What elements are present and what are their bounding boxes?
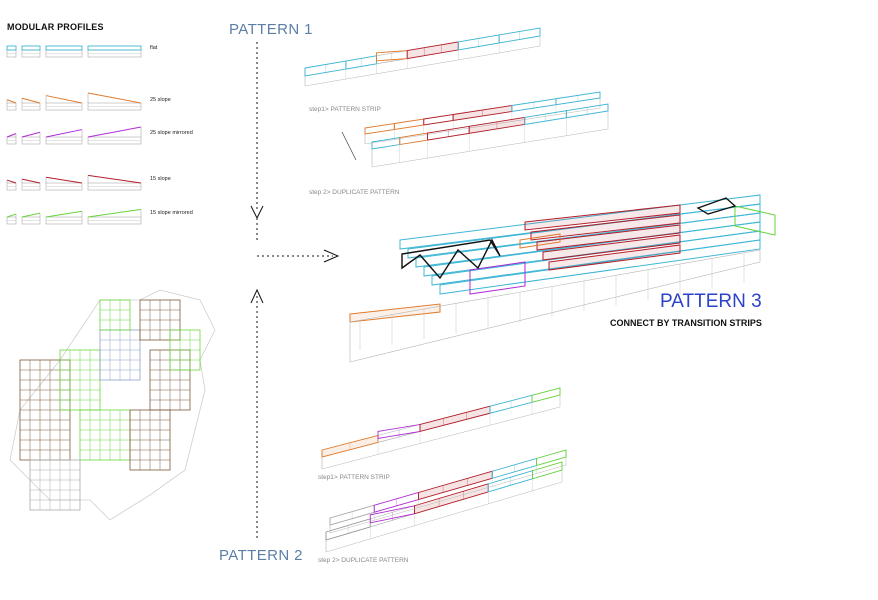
plan-patch-3 bbox=[99, 329, 141, 381]
profile-icon-1-2 bbox=[45, 95, 83, 111]
pattern3-roof bbox=[349, 194, 776, 363]
pattern3-purple bbox=[469, 261, 526, 295]
pattern-strips bbox=[304, 27, 776, 553]
profile-label-25-slope-mirrored: 25 slope mirrored bbox=[150, 130, 193, 136]
flow-arrows bbox=[250, 42, 340, 540]
pattern2-strip-step2-b bbox=[329, 449, 567, 534]
pattern1-strip-step2-a bbox=[364, 91, 601, 145]
pattern2-step1-label: step1> PATTERN STRIP bbox=[318, 474, 390, 481]
plan-patch-4 bbox=[139, 299, 181, 341]
profile-label-15-slope-mirrored: 15 slope mirrored bbox=[150, 210, 193, 216]
pattern3-orange-left bbox=[349, 303, 441, 323]
pattern3-wall bbox=[349, 249, 761, 363]
pattern3-red-4 bbox=[548, 244, 681, 271]
profile-label-flat: flat bbox=[150, 45, 158, 51]
profile-icon-3-3 bbox=[87, 174, 142, 191]
pattern3-red-1 bbox=[530, 214, 681, 241]
pattern3-truss bbox=[401, 238, 501, 280]
profile-icon-0-3 bbox=[87, 45, 142, 58]
profile-label-25-slope: 25 slope bbox=[150, 97, 171, 103]
profile-icon-0-0 bbox=[6, 45, 17, 58]
pattern1-title: PATTERN 1 bbox=[229, 21, 313, 38]
profile-icon-4-1 bbox=[21, 212, 41, 225]
profile-icon-2-0 bbox=[6, 133, 17, 145]
dimension-line bbox=[341, 131, 357, 161]
pattern2-strip-step2-a bbox=[325, 461, 563, 553]
profile-icon-3-1 bbox=[21, 178, 41, 191]
pattern3-red-2 bbox=[536, 224, 681, 251]
pattern3-subtitle: CONNECT BY TRANSITION STRIPS bbox=[610, 318, 762, 328]
profile-icon-0-1 bbox=[21, 45, 41, 58]
pattern3-title: PATTERN 3 bbox=[660, 291, 762, 312]
profile-icons bbox=[6, 45, 142, 225]
pattern2-strip-step1 bbox=[321, 387, 561, 470]
profile-icon-2-3 bbox=[87, 126, 142, 145]
modular-profiles-title: MODULAR PROFILES bbox=[7, 22, 104, 32]
pattern1-step2-label: step 2> DUPLICATE PATTERN bbox=[309, 189, 400, 196]
pattern3-red-0 bbox=[524, 204, 681, 231]
profile-icon-1-3 bbox=[87, 92, 142, 111]
site-plan-drawing bbox=[9, 289, 216, 521]
profile-icon-3-0 bbox=[6, 179, 17, 191]
pattern3-truss-small bbox=[696, 197, 737, 215]
arrow-head-up bbox=[250, 288, 264, 304]
profile-icon-1-0 bbox=[6, 99, 17, 111]
plan-patch-8 bbox=[29, 459, 81, 511]
pattern3-red-3 bbox=[542, 234, 681, 261]
profile-icon-4-3 bbox=[87, 208, 142, 225]
profile-icon-1-1 bbox=[21, 97, 41, 111]
profile-icon-4-0 bbox=[6, 213, 17, 225]
pattern3-green bbox=[734, 205, 776, 236]
pattern2-title: PATTERN 2 bbox=[219, 547, 303, 564]
profile-icon-3-2 bbox=[45, 176, 83, 191]
profile-icon-4-2 bbox=[45, 210, 83, 225]
pattern1-strip-step1 bbox=[304, 27, 541, 87]
pattern1-step1-label: step1> PATTERN STRIP bbox=[309, 106, 381, 113]
profile-icon-2-1 bbox=[21, 131, 41, 145]
plan-patch-2 bbox=[59, 349, 101, 411]
pattern2-step2-label: step 2> DUPLICATE PATTERN bbox=[318, 557, 409, 564]
profile-icon-2-2 bbox=[45, 129, 83, 145]
plan-patch-10 bbox=[169, 329, 201, 371]
pattern1-strip-step2-b bbox=[371, 103, 609, 168]
profile-label-15-slope: 15 slope bbox=[150, 176, 171, 182]
pattern3-orange-mid bbox=[519, 233, 561, 249]
plan-patch-9 bbox=[99, 299, 131, 331]
pattern3-band-5 bbox=[439, 239, 761, 295]
plan-patch-6 bbox=[79, 409, 131, 461]
plan-patch-7 bbox=[129, 409, 171, 471]
profile-icon-0-2 bbox=[45, 45, 83, 58]
arrow-head-right bbox=[323, 249, 340, 263]
site-outline bbox=[9, 289, 216, 521]
